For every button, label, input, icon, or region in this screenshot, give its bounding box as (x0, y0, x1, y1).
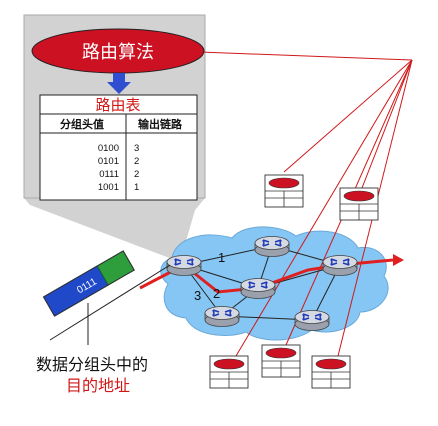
remote-routing-table (339, 187, 379, 221)
remote-routing-table (311, 355, 351, 389)
forwarding-path-arrowhead (393, 254, 404, 266)
table-cell-header-value: 1001 (98, 182, 119, 193)
router (294, 309, 330, 332)
routing-algorithm-label: 路由算法 (82, 42, 154, 63)
link-label-2: 2 (213, 286, 220, 301)
caption-line-1: 数据分组头中的 (36, 355, 148, 374)
incoming-link (49, 264, 171, 341)
table-cell-output-link: 2 (134, 156, 139, 167)
routing-table-title: 路由表 (95, 96, 140, 114)
router (254, 235, 290, 258)
remote-routing-table (261, 344, 301, 378)
table-header-link: 输出链路 (138, 117, 183, 131)
table-cell-header-value: 0111 (99, 169, 119, 180)
link-label-3: 3 (194, 288, 201, 303)
table-cell-output-link: 2 (134, 169, 139, 180)
table-cell-header-value: 0100 (98, 143, 119, 154)
remote-routing-table (264, 174, 304, 208)
router (322, 254, 358, 277)
remote-routing-table (209, 355, 249, 389)
table-cell-output-link: 3 (134, 143, 139, 154)
router (204, 305, 240, 328)
table-cell-output-link: 1 (134, 182, 139, 193)
router (240, 277, 276, 300)
table-cell-header-value: 0101 (98, 156, 119, 167)
routing-table: 路由表 分组头值 输出链路 0100 3 0101 2 0111 2 1001 … (39, 94, 198, 201)
data-packet: 0111 (42, 250, 135, 317)
caption-line-2: 目的地址 (66, 376, 130, 395)
table-header-value: 分组头值 (60, 117, 104, 131)
router-local (166, 254, 202, 277)
arrow-down-icon (107, 73, 131, 94)
link-label-1: 1 (218, 250, 225, 265)
